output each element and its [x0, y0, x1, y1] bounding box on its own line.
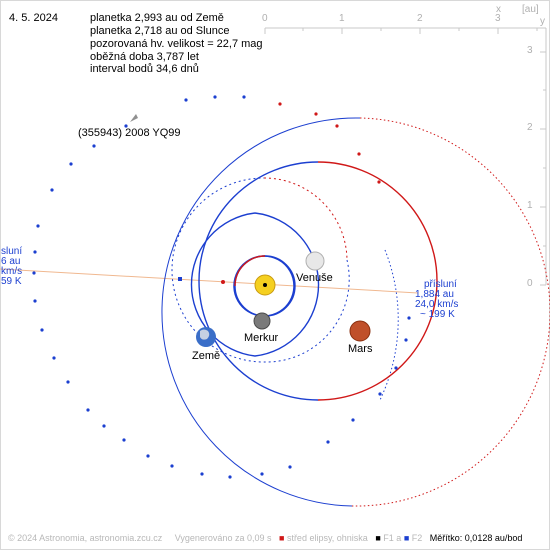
date-label: 4. 5. 2024 — [9, 12, 58, 24]
asteroid-position-dots — [32, 95, 411, 479]
ellipse-focus-f2 — [178, 277, 182, 281]
footer: © 2024 Astronomia, astronomia.zcu.cz Vyg… — [8, 533, 522, 543]
footer-legend-f1: F1 a — [383, 533, 402, 543]
perihelion-line-3: 24,0 km/s — [415, 299, 459, 310]
earth-orbit — [190, 212, 320, 357]
x-axis-title: x — [496, 4, 501, 15]
perihelion-line-2: 1,884 au — [415, 289, 454, 300]
axis-unit: [au] — [522, 4, 539, 15]
asteroid-label: (355943) 2008 YQ99 — [78, 127, 181, 139]
mercury-label: Merkur — [244, 332, 279, 344]
x-tick-3: 3 — [495, 13, 501, 24]
mars-orbit — [198, 161, 438, 401]
venus-planet — [305, 251, 325, 271]
y-tick-1: 1 — [527, 200, 533, 211]
focus-f2-icon: ■ — [403, 533, 410, 543]
y-tick-0: 0 — [527, 278, 533, 289]
info-orbital-period: oběžná doba 3,787 let — [90, 51, 199, 63]
mercury-planet — [253, 312, 271, 330]
y-tick-2: 2 — [527, 122, 533, 133]
footer-scale: Měřítko: 0,0128 au/bod — [429, 533, 523, 543]
aphelion-line-3: km/s — [1, 266, 23, 277]
venus-label: Venuše — [296, 272, 333, 284]
x-tick-2: 2 — [417, 13, 423, 24]
apsis-line — [0, 268, 419, 294]
info-distance-earth: planetka 2,993 au od Země — [90, 12, 224, 24]
asteroid-position-dots-red — [221, 102, 381, 284]
asteroid-marker — [130, 114, 138, 122]
info-magnitude: pozorovaná hv. velikost = 22,7 mag — [90, 38, 263, 50]
y-axis-title: y — [540, 16, 545, 27]
perihelion-line-4: ~ 199 K — [420, 309, 455, 320]
info-distance-sun: planetka 2,718 au od Slunce — [90, 25, 230, 37]
earth-label: Země — [192, 350, 221, 362]
x-tick-0: 0 — [262, 13, 268, 24]
mars-planet — [349, 320, 371, 342]
footer-legend-center: střed elipsy, ohniska — [286, 533, 368, 543]
aphelion-line-4: 59 K — [1, 276, 22, 287]
asteroid-orbit-far — [161, 117, 361, 507]
x-tick-1: 1 — [339, 13, 345, 24]
footer-copyright: © 2024 Astronomia, astronomia.zcu.cz — [8, 533, 163, 543]
perihelion-line-1: přísluní — [424, 279, 457, 290]
focus-f1-icon: ■ — [375, 533, 381, 543]
y-tick-3: 3 — [527, 45, 533, 56]
footer-generated: Vygenerováno za 0,09 s — [174, 533, 272, 543]
x-axis — [264, 27, 546, 34]
earth-planet — [196, 327, 216, 347]
aphelion-line-2: 6 au — [1, 256, 21, 267]
mars-label: Mars — [348, 343, 373, 355]
aphelion-line-1: sluní — [1, 246, 23, 257]
y-axis — [540, 28, 547, 286]
info-point-interval: interval bodů 34,6 dnů — [90, 63, 199, 75]
center-marker-icon: ■ — [278, 533, 285, 543]
footer-legend-f2: F2 — [411, 533, 423, 543]
sun — [254, 274, 276, 296]
